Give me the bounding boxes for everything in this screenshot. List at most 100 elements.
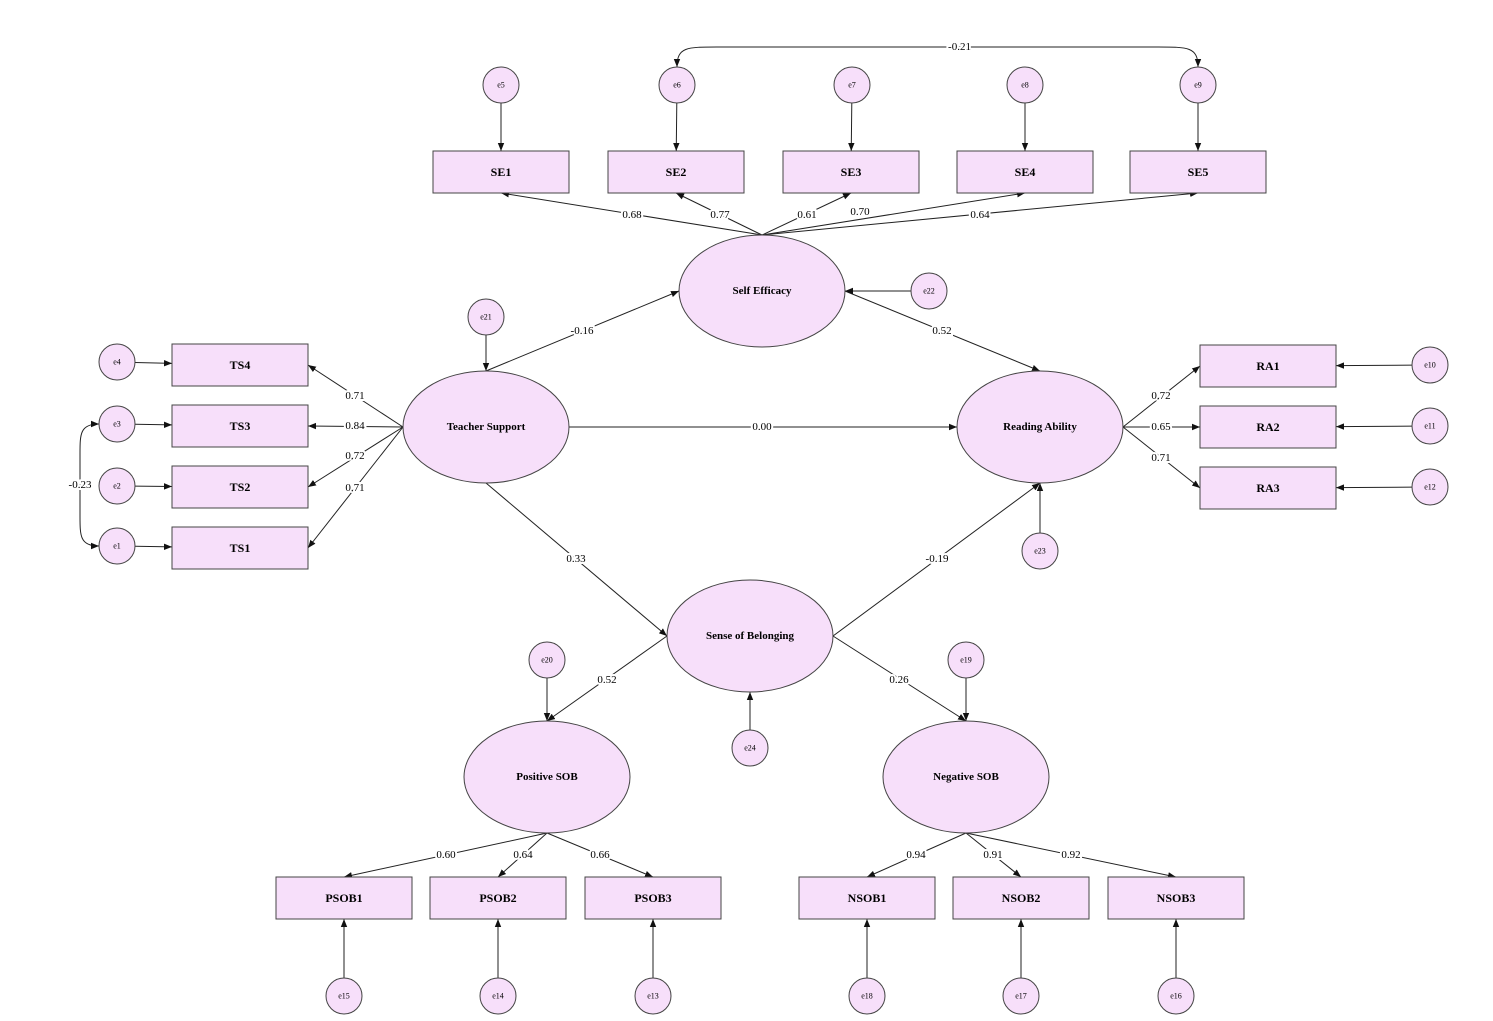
structural-path-arrow: [832, 635, 967, 722]
latent-label: Reading Ability: [1003, 421, 1077, 433]
loading-coefficient: 0.64: [513, 849, 533, 861]
error-label: e1: [113, 542, 121, 551]
loading-coefficient: 0.92: [1061, 849, 1080, 861]
error-label: e3: [113, 420, 121, 429]
indicator-box: [171, 343, 309, 387]
indicator-box: [1107, 876, 1245, 920]
covariance-curve: [673, 46, 1202, 68]
error-circle: [467, 298, 505, 336]
error-label: e18: [861, 992, 873, 1001]
structural-path-arrow: [832, 482, 1041, 637]
indicator-label: TS4: [230, 358, 251, 372]
error-circle: [658, 66, 696, 104]
indicator-label: SE3: [841, 165, 862, 179]
covariance-coefficient: -0.21: [948, 41, 971, 53]
error-circle: [910, 272, 948, 310]
error-circle: [1157, 977, 1195, 1015]
error-e2: e2: [98, 467, 136, 505]
indicator-label: RA1: [1256, 359, 1279, 373]
latent-ellipse: [882, 720, 1050, 834]
indicator-se4: SE4: [956, 150, 1094, 194]
indicator-ts1: TS1: [171, 526, 309, 570]
error-label: e10: [1424, 361, 1436, 370]
error-e3: e3: [98, 405, 136, 443]
loading-coefficient: 0.77: [710, 209, 730, 221]
error-label: e20: [541, 656, 553, 665]
indicator-se1: SE1: [432, 150, 570, 194]
loading-coefficient: 0.61: [797, 209, 816, 221]
indicator-label: NSOB3: [1157, 891, 1196, 905]
loading-coefficient: 0.70: [850, 206, 870, 218]
indicator-label: SE2: [666, 165, 687, 179]
latent-ellipse: [678, 234, 846, 348]
latent-sob: Sense of Belonging: [666, 579, 834, 693]
indicator-box: [171, 404, 309, 448]
loading-arrow: [307, 422, 404, 430]
path-coefficient: 0.33: [566, 553, 586, 565]
latent-ellipse: [956, 370, 1124, 484]
indicator-label: NSOB1: [848, 891, 887, 905]
indicator-box: [584, 876, 722, 920]
error-e22: e22: [910, 272, 948, 310]
loading-arrow: [343, 832, 548, 879]
indicator-ra3: RA3: [1199, 466, 1337, 510]
error-label: e15: [338, 992, 350, 1001]
indicator-box: [429, 876, 567, 920]
structural-path-arrow: [485, 290, 680, 372]
path-coefficient: 0.26: [889, 674, 909, 686]
error-label: e11: [1424, 422, 1435, 431]
error-label: e14: [492, 992, 504, 1001]
error-label: e6: [673, 81, 681, 90]
indicator-box: [1199, 405, 1337, 449]
error-circle: [528, 641, 566, 679]
indicator-box: [1199, 344, 1337, 388]
path-coefficient: -0.19: [926, 553, 949, 565]
error-circle: [1411, 468, 1449, 506]
indicator-se3: SE3: [782, 150, 920, 194]
error-e20: e20: [528, 641, 566, 679]
indicator-label: SE1: [491, 165, 512, 179]
indicator-label: RA3: [1256, 481, 1279, 495]
loading-coefficient: 0.91: [983, 849, 1002, 861]
error-e7: e7: [833, 66, 871, 104]
indicator-label: TS2: [230, 480, 251, 494]
indicator-label: RA2: [1256, 420, 1279, 434]
error-circle: [479, 977, 517, 1015]
error-circle: [634, 977, 672, 1015]
latent-ts: Teacher Support: [402, 370, 570, 484]
indicator-label: PSOB2: [479, 891, 516, 905]
loading-coefficient: 0.68: [622, 209, 642, 221]
loading-arrow: [965, 832, 1022, 878]
error-circle: [98, 343, 136, 381]
latent-ra: Reading Ability: [956, 370, 1124, 484]
path-coefficient: 0.52: [597, 674, 616, 686]
indicator-se2: SE2: [607, 150, 745, 194]
indicator-label: TS1: [230, 541, 251, 555]
loading-coefficient: 0.65: [1151, 421, 1171, 433]
indicator-label: NSOB2: [1002, 891, 1041, 905]
loading-coefficient: 0.71: [345, 482, 364, 494]
indicator-psob3: PSOB3: [584, 876, 722, 920]
error-label: e19: [960, 656, 972, 665]
error-e11: e11: [1411, 407, 1449, 445]
error-circle: [947, 641, 985, 679]
indicator-box: [956, 150, 1094, 194]
loading-arrow: [1122, 365, 1201, 428]
edges-layer: [79, 46, 1413, 978]
error-e8: e8: [1006, 66, 1044, 104]
structural-path-arrow: [485, 482, 668, 637]
error-arrow: [134, 543, 173, 550]
indicator-psob1: PSOB1: [275, 876, 413, 920]
error-label: e24: [744, 744, 756, 753]
indicator-se5: SE5: [1129, 150, 1267, 194]
error-circle: [1179, 66, 1217, 104]
loading-arrow: [307, 426, 404, 488]
error-label: e7: [848, 81, 856, 90]
error-label: e17: [1015, 992, 1027, 1001]
error-label: e2: [113, 482, 121, 491]
path-coefficient: 0.52: [932, 325, 951, 337]
error-e19: e19: [947, 641, 985, 679]
error-e21: e21: [467, 298, 505, 336]
